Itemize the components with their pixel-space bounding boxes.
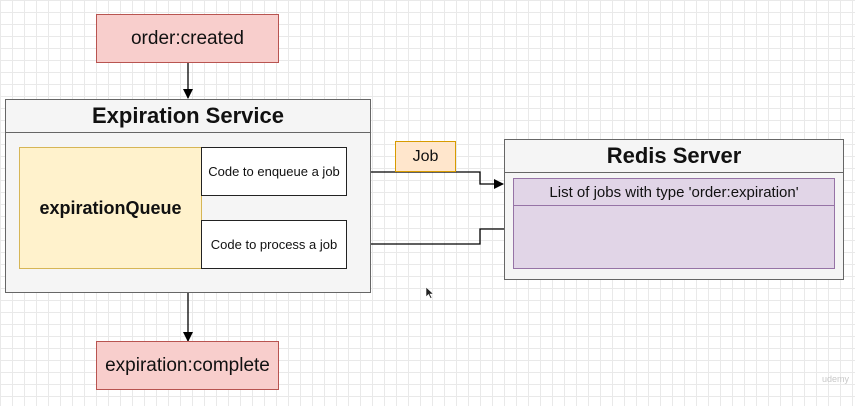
udemy-watermark: udemy <box>822 374 850 384</box>
process-code-label: Code to process a job <box>210 237 338 252</box>
redis-job-list: List of jobs with type 'order:expiration… <box>513 178 835 269</box>
enqueue-code-box: Code to enqueue a job <box>201 147 347 196</box>
process-code-box: Code to process a job <box>201 220 347 269</box>
event-expiration-complete: expiration:complete <box>96 341 279 390</box>
mouse-cursor-icon <box>425 286 435 299</box>
event-order-created-label: order:created <box>130 27 244 49</box>
redis-job-list-header: List of jobs with type 'order:expiration… <box>514 179 834 206</box>
arrow-redis-to-process <box>347 228 505 249</box>
expiration-queue-label: expirationQueue <box>39 197 182 218</box>
expiration-queue: expirationQueue <box>19 147 202 269</box>
redis-server-title: Redis Server <box>505 140 843 173</box>
event-order-created: order:created <box>96 14 279 63</box>
enqueue-code-label: Code to enqueue a job <box>208 164 340 179</box>
expiration-service-title: Expiration Service <box>6 100 370 133</box>
event-expiration-complete-label: expiration:complete <box>105 354 270 376</box>
job-label: Job <box>412 147 439 165</box>
arrow-enqueue-to-redis <box>347 171 504 189</box>
job-label-box: Job <box>395 141 456 172</box>
